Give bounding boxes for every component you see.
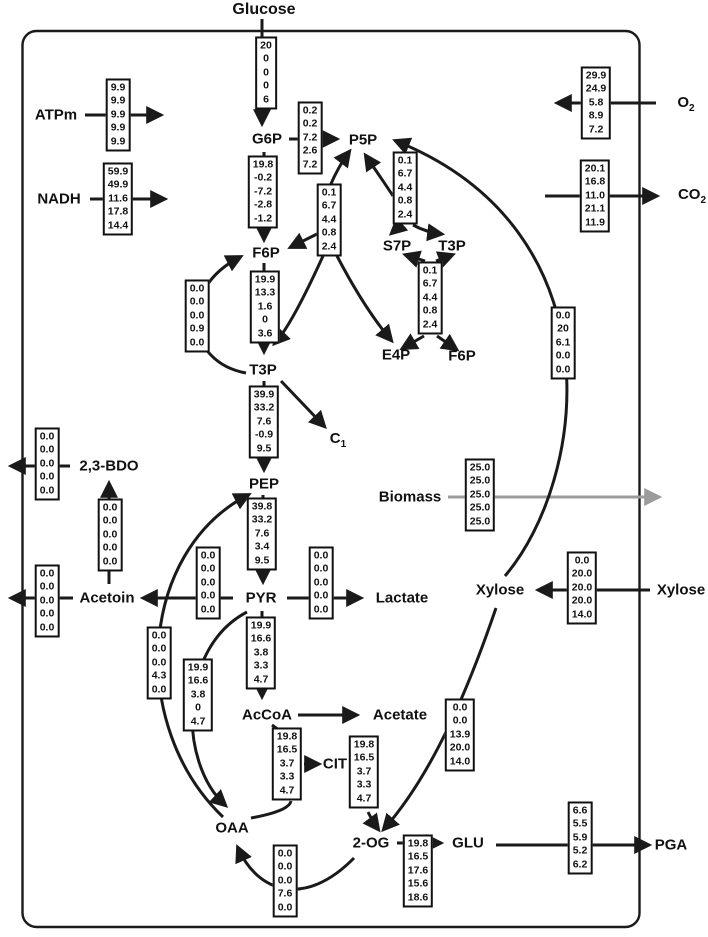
label-c1: C1 <box>329 430 347 450</box>
label-oaa: OAA <box>215 819 249 837</box>
arrow-oaa-to-citbox <box>250 800 293 820</box>
flux-box-xylose-to-p5p: 0.0 20 6.1 0.0 0.0 <box>550 306 576 380</box>
label-g6p: G6P <box>251 130 283 148</box>
label-s7p: S7P <box>382 237 412 255</box>
arrow-ta-to-s7p <box>401 250 426 268</box>
label-pga: PGA <box>654 836 688 854</box>
flux-box-biomass: 25.0 25.0 25.0 25.0 25.0 <box>464 458 496 532</box>
flux-box-transketolase1: 0.1 6.7 4.4 0.8 2.4 <box>392 151 418 225</box>
arrow-tk2-to-f6p <box>287 232 318 249</box>
label-p5p: P5P <box>348 131 378 149</box>
flux-box-transaldolase: 0.1 6.7 4.4 0.8 2.4 <box>417 261 443 335</box>
label-xylose-external: Xylose <box>656 581 706 599</box>
arrow-cit-to-2og <box>362 811 381 833</box>
label-biomass: Biomass <box>378 488 442 506</box>
flux-box-pep-to-pyr: 39.8 33.2 7.6 3.4 9.5 <box>246 497 278 571</box>
arrow-tk2-to-p5p <box>328 148 352 187</box>
flux-box-xylose-uptake: 0.0 20.0 20.0 20.0 14.0 <box>566 551 598 625</box>
flux-box-xylose-to-2og: 0.0 0.0 13.9 20.0 14.0 <box>444 698 476 772</box>
flux-box-2og-to-oaa: 0.0 0.0 0.0 7.6 0.0 <box>272 844 298 918</box>
label-glu: GLU <box>452 834 484 852</box>
label-e4p: E4P <box>381 346 411 364</box>
arrow-ta-to-t3p <box>435 251 456 269</box>
label-accoa: AcCoA <box>241 706 293 724</box>
cell-boundary <box>21 29 641 929</box>
flux-box-2og-to-glu: 19.8 16.5 17.6 15.6 18.6 <box>402 834 434 908</box>
label-pyr: PYR <box>245 589 277 607</box>
arrow-ta-to-f6p <box>436 333 460 352</box>
flux-box-cit-to-2og: 19.8 16.5 3.7 3.3 4.7 <box>348 735 380 809</box>
flux-box-acetoin-export: 0.0 0.0 0.0 0.0 0.0 <box>34 564 60 638</box>
label-co2: CO2 <box>677 186 707 206</box>
flux-box-glucose-uptake: 20 0 0 0 6 <box>255 36 277 110</box>
label-t3p-ppp: T3P <box>438 237 466 255</box>
flux-box-oaa-to-pep: 0.0 0.0 0.0 4.3 0.0 <box>146 626 172 700</box>
flux-box-pyr-to-oaa: 19.9 16.6 3.8 0 4.7 <box>182 658 214 732</box>
arrow-tk2-to-e4p <box>335 255 394 344</box>
flux-box-f6p-to-t3p: 19.9 13.3 1.6 0 3.6 <box>249 270 281 344</box>
label-pep: PEP <box>248 475 280 493</box>
label-cit: CIT <box>322 755 348 773</box>
flux-box-transketolase2: 0.1 6.7 4.4 0.8 2.4 <box>316 183 342 257</box>
label-o2: O2 <box>677 94 695 114</box>
flux-box-accoa-to-cit: 19.8 16.5 3.7 3.3 4.7 <box>271 727 303 801</box>
flux-box-t3p-to-pep: 39.9 33.2 7.6 -0.9 9.5 <box>248 385 280 459</box>
label-glucose: Glucose <box>232 1 296 18</box>
flux-box-glu-to-pga: 6.6 5.5 5.9 5.2 6.2 <box>567 801 593 875</box>
label-2og: 2-OG <box>352 834 390 852</box>
flux-box-g6p-to-f6p: 19.8 -0.2 -7.2 -2.8 -1.2 <box>247 155 279 229</box>
flux-box-pyr-to-lactate: 0.0 0.0 0.0 0.0 0.0 <box>308 546 334 620</box>
label-xylose-internal: Xylose <box>475 581 525 599</box>
label-f6p-ppp: F6P <box>448 347 476 365</box>
arrow-oaa-to-pep <box>156 493 252 819</box>
label-23bdo: 2,3-BDO <box>79 457 139 475</box>
flux-box-t3p-to-f6p: 0.0 0.0 0.0 0.9 0.0 <box>184 279 210 353</box>
flux-box-pyr-to-acetoin: 0.0 0.0 0.0 0.0 0.0 <box>195 546 221 620</box>
flux-box-acetoin-to-bdo: 0.0 0.0 0.0 0.0 0.0 <box>97 498 123 572</box>
label-nadh: NADH <box>37 190 81 208</box>
label-acetoin: Acetoin <box>79 589 135 607</box>
label-atpm: ATPm <box>34 106 78 124</box>
label-f6p: F6P <box>252 244 280 262</box>
arrow-ta-to-e4p <box>399 333 425 351</box>
label-acetate: Acetate <box>372 706 428 724</box>
flux-box-o2: 29.9 24.9 5.8 8.9 7.2 <box>580 66 612 140</box>
arrow-tk1-to-s7p <box>388 217 409 236</box>
flux-box-bdo-export: 0.0 0.0 0.0 0.0 0.0 <box>34 427 60 501</box>
label-lactate: Lactate <box>375 589 429 607</box>
flux-box-g6p-to-p5p: 0.2 0.2 7.2 2.6 7.2 <box>297 101 323 175</box>
arrow-tk1-to-p5p <box>363 152 395 197</box>
arrow-tk1-to-t3p <box>412 223 446 242</box>
flux-box-nadh: 59.9 49.9 11.6 17.8 14.4 <box>102 162 134 236</box>
flux-box-atpm: 9.9 9.9 9.9 9.9 9.9 <box>105 78 131 152</box>
arrow-t3p-to-c1 <box>279 379 327 430</box>
label-t3p: T3P <box>249 361 277 379</box>
arrow-tk2-to-t3p <box>272 255 325 347</box>
flux-box-co2: 20.1 16.8 11.0 21.1 11.9 <box>579 159 611 233</box>
flux-box-pyr-to-accoa: 19.9 16.6 3.8 3.3 4.7 <box>245 616 277 690</box>
